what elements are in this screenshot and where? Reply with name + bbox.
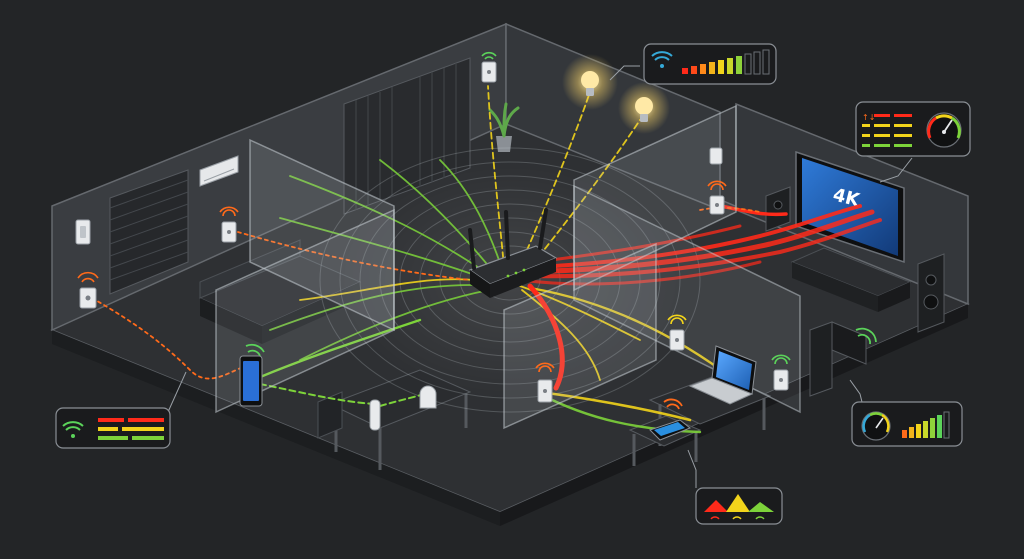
svg-text:↑↓: ↑↓ — [862, 113, 875, 122]
smart-plug-icon — [771, 354, 791, 391]
speaker-icon — [809, 321, 867, 397]
router-icon — [468, 208, 558, 298]
device-signal-panel — [55, 407, 171, 449]
signal-strength-panel — [643, 43, 777, 85]
smart-plug-icon — [535, 362, 555, 403]
smart-plug-icon — [709, 147, 723, 165]
air-conditioner — [199, 155, 239, 187]
bed — [198, 239, 362, 344]
smart-speaker-icon — [419, 385, 437, 409]
channel-spectrum-panel — [695, 487, 783, 525]
plant — [488, 102, 520, 152]
window-blinds — [109, 169, 189, 295]
glass-wall-office — [573, 184, 801, 414]
wifi-icon — [62, 421, 84, 438]
smart-plug-icon — [707, 180, 727, 215]
smart-plug-icon — [667, 314, 687, 351]
floor-left-edge — [52, 330, 500, 526]
bandwidth-panel — [851, 401, 963, 447]
smart-plug-icon — [481, 51, 497, 83]
light-bulb-icon — [562, 54, 618, 110]
smart-sensor-icon — [369, 399, 381, 431]
wifi-icon — [245, 343, 265, 357]
smartphone-icon — [239, 355, 263, 407]
wifi-icon — [710, 516, 765, 520]
speaker-icon — [765, 186, 791, 232]
device-status-panel: ↑↓ — [855, 101, 971, 157]
wifi-icon — [651, 51, 673, 68]
smart-plug-icon — [77, 271, 99, 309]
laptop-icon — [688, 345, 757, 405]
wifi-icon — [663, 398, 683, 410]
signal-bars — [682, 49, 770, 75]
signal-bars — [902, 411, 950, 439]
status-bars: ↑↓ — [862, 113, 912, 147]
tablet-icon — [649, 419, 691, 441]
smart-plug-icon — [75, 219, 91, 245]
smart-plug-icon — [219, 206, 239, 243]
tv-cabinet — [790, 247, 912, 312]
floor-right-edge — [500, 304, 968, 526]
light-bulb-icon — [618, 82, 670, 134]
speed-gauge-icon — [861, 411, 891, 441]
wifi-icon — [855, 327, 877, 345]
speaker-icon — [917, 253, 945, 333]
speed-gauge-icon — [926, 112, 962, 148]
